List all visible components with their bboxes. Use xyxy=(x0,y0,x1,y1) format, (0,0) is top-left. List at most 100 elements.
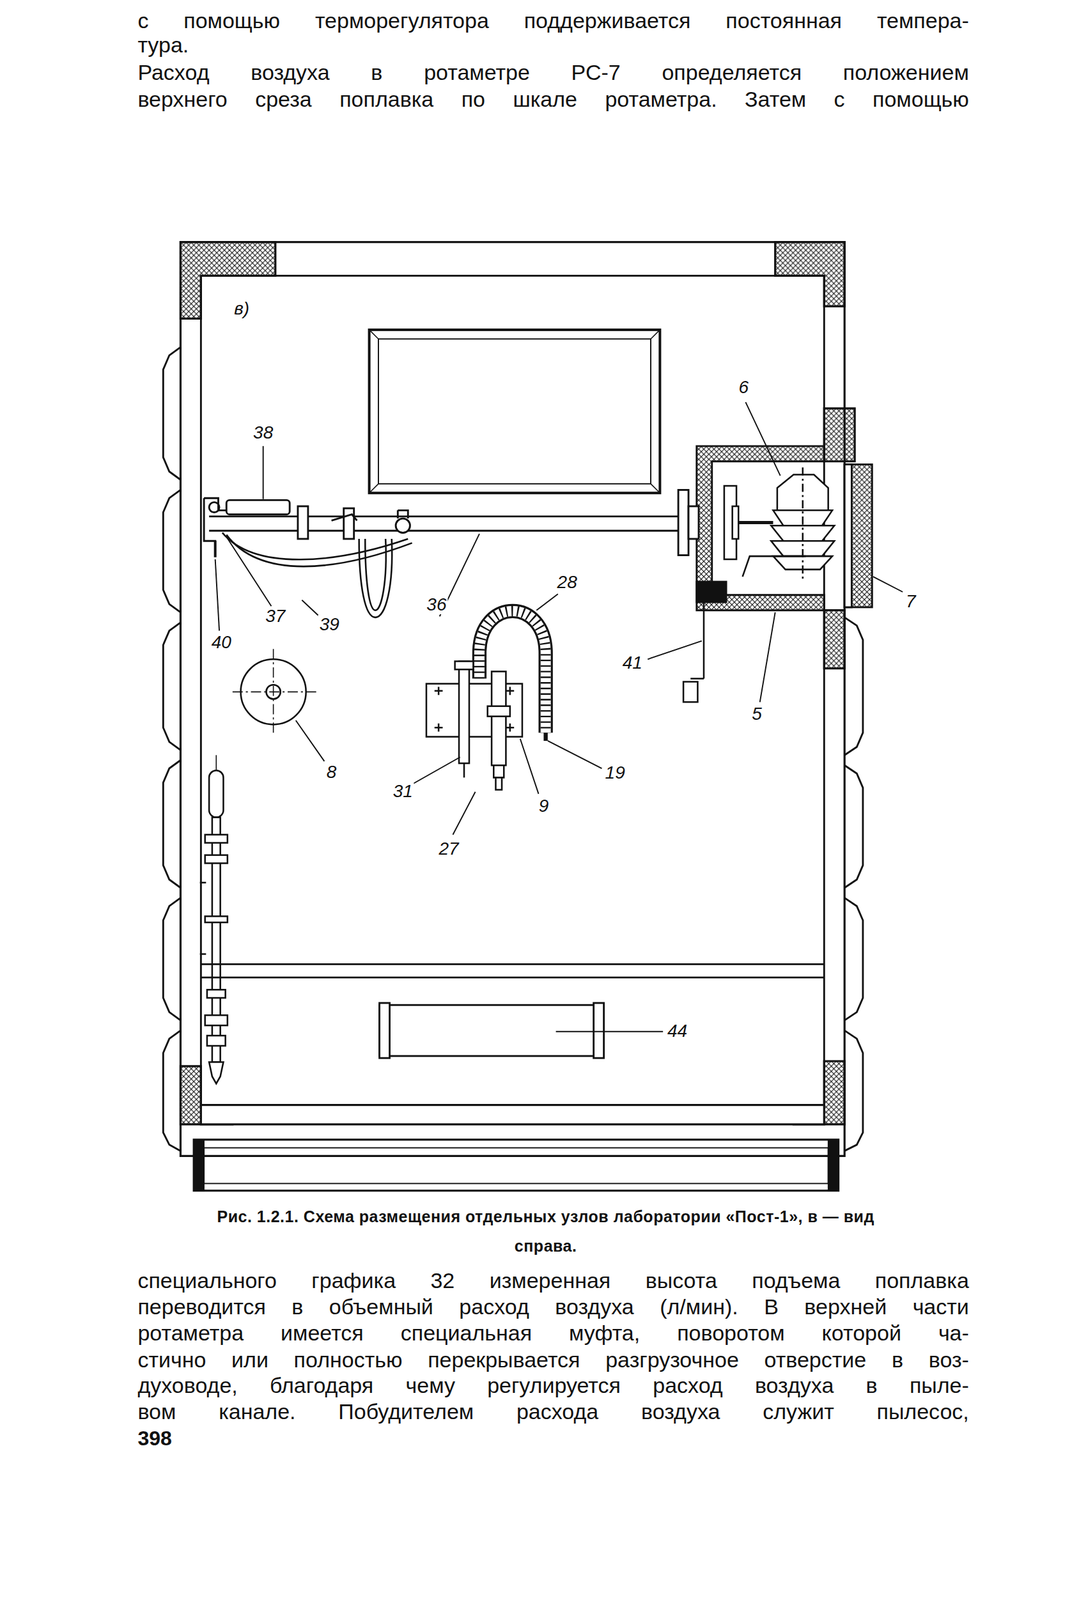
rotameter xyxy=(215,754,217,771)
valve-bracket xyxy=(683,602,704,702)
sampler-unit xyxy=(426,683,523,738)
base-frame xyxy=(203,1148,829,1184)
callout-number: 8 xyxy=(325,762,339,782)
sampler-unit xyxy=(458,660,470,764)
callout-number: 6 xyxy=(737,377,750,397)
housing xyxy=(180,242,275,319)
body-text-line: с помощью терморегулятора поддерживается… xyxy=(137,7,969,34)
callout-number: 19 xyxy=(604,763,627,783)
sampler-unit xyxy=(455,660,474,670)
fan-box xyxy=(844,464,872,608)
rotameter xyxy=(205,916,228,923)
leader-lines xyxy=(226,536,272,607)
window xyxy=(369,329,661,493)
rod-assembly xyxy=(297,506,309,539)
rod-assembly xyxy=(209,516,694,531)
callout-number: 27 xyxy=(437,839,460,859)
callout-number: 44 xyxy=(666,1021,689,1041)
housing xyxy=(180,242,845,1157)
rod-assembly xyxy=(395,518,410,533)
base-frame xyxy=(193,1139,839,1191)
base-frame xyxy=(828,1139,839,1191)
leader-lines xyxy=(295,720,325,762)
window xyxy=(369,329,661,493)
callout-number: 5 xyxy=(750,704,764,724)
housing xyxy=(775,242,846,307)
figure-caption: Рис. 1.2.1. Схема размещения отдельных у… xyxy=(213,1201,879,1261)
housing xyxy=(823,610,845,669)
rod-assembly xyxy=(397,510,408,519)
side-ribs xyxy=(163,898,181,1021)
wires xyxy=(359,538,393,618)
rod-assembly xyxy=(678,489,689,555)
leader-lines xyxy=(215,559,220,631)
rotameter xyxy=(200,882,207,955)
leader-lines xyxy=(873,576,903,592)
leader-lines xyxy=(301,600,319,617)
side-ribs xyxy=(163,489,181,612)
side-ribs xyxy=(163,347,181,480)
callout-number: 37 xyxy=(264,606,287,626)
rod-assembly xyxy=(226,499,290,514)
side-ribs xyxy=(844,1030,863,1151)
filter-box xyxy=(593,1002,605,1058)
wires xyxy=(365,538,387,611)
body-text-line: вом канале. Побудителем расхода воздуха … xyxy=(137,1398,969,1425)
window xyxy=(378,338,651,484)
body-text-line: специального графика 32 измеренная высот… xyxy=(137,1267,969,1294)
fan xyxy=(736,520,773,525)
rod-assembly xyxy=(209,502,220,513)
leader-lines xyxy=(760,612,776,702)
body-text-line: стично или полностью перекрывается разгр… xyxy=(137,1346,969,1373)
callout-number: 9 xyxy=(537,796,551,816)
callout-number: 40 xyxy=(210,632,233,653)
rod-assembly xyxy=(203,489,699,557)
shelf xyxy=(200,963,824,978)
side-ribs xyxy=(163,760,181,888)
wires xyxy=(222,532,413,617)
fan xyxy=(724,467,835,582)
callout-number: 7 xyxy=(904,591,918,612)
fan-box xyxy=(844,464,852,608)
valve-bracket xyxy=(683,681,698,702)
base-frame xyxy=(193,1139,839,1191)
callout-number: 28 xyxy=(556,572,579,592)
valve-bracket xyxy=(690,677,704,680)
housing xyxy=(200,275,824,1105)
dial xyxy=(232,648,317,735)
body-text-line: ротаметра имеется специальная муфта, пов… xyxy=(137,1320,969,1346)
leader-lines xyxy=(536,593,559,611)
leader-lines xyxy=(215,402,903,1032)
page-number: 398 xyxy=(137,1426,172,1450)
fan xyxy=(732,506,739,539)
body-text-line: переводится в объемный расход воздуха (л… xyxy=(137,1293,969,1320)
rotameter xyxy=(209,770,224,817)
leader-lines xyxy=(547,740,603,769)
filter-box xyxy=(379,1002,390,1058)
leader-lines xyxy=(520,738,539,794)
rotameter xyxy=(205,1015,228,1026)
filter-box xyxy=(379,1004,605,1057)
body-text-line: тура. xyxy=(137,31,189,58)
fan-box xyxy=(696,581,727,603)
side-ribs xyxy=(163,622,181,750)
fan xyxy=(801,467,804,582)
leader-lines xyxy=(412,756,460,784)
body-text-line: Расход воздуха в ротаметре РС-7 определя… xyxy=(137,59,969,86)
housing xyxy=(200,1105,824,1125)
rotameter xyxy=(205,855,228,864)
rotameter xyxy=(209,1062,224,1085)
callout-number: 36 xyxy=(425,595,448,615)
filter-box xyxy=(379,1002,605,1058)
callout-number: 31 xyxy=(391,781,415,801)
rotameter xyxy=(207,989,226,998)
rod-assembly xyxy=(331,514,358,521)
rod-assembly xyxy=(343,508,355,539)
leader-lines xyxy=(745,402,780,476)
side-ribs xyxy=(163,1030,181,1151)
rotameter xyxy=(205,834,228,844)
sampler-unit xyxy=(463,763,466,778)
rod-assembly xyxy=(688,506,699,539)
base-frame xyxy=(193,1139,204,1191)
